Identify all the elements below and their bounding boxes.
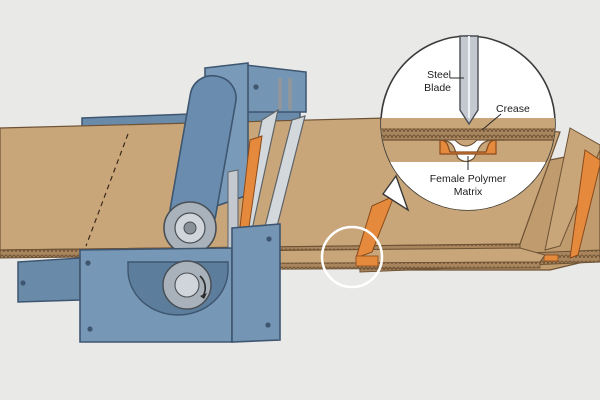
machine-front-frame: [17, 84, 281, 343]
blade-label-line1: Steel: [427, 69, 451, 81]
callout-bubble: [380, 35, 556, 212]
zoom-circle-icon: [320, 225, 384, 289]
blade-label-line2: Blade: [424, 82, 451, 94]
crease-label: Crease: [496, 103, 530, 115]
matrix-label-line2: Matrix: [454, 186, 483, 198]
matrix-label-line1: Female Polymer: [430, 173, 507, 185]
roller-icon: [163, 201, 217, 255]
blade-icon: [459, 35, 479, 126]
